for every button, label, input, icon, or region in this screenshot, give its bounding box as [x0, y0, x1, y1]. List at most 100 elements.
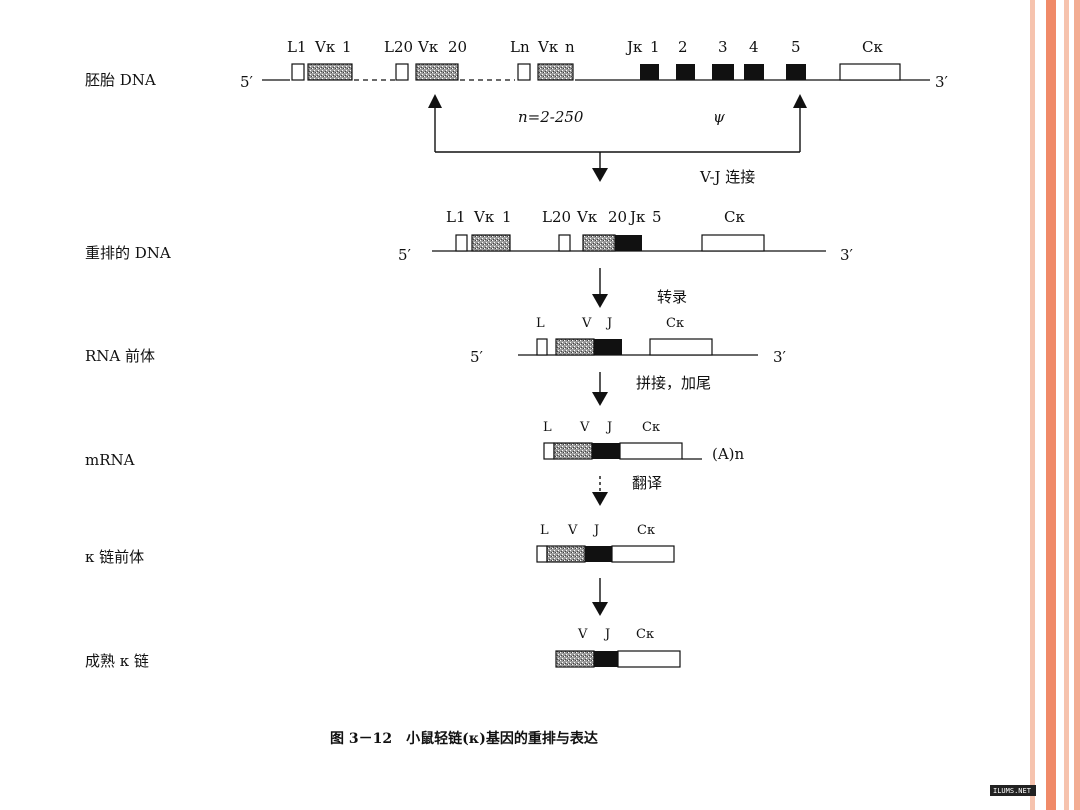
label-psi: ψ	[713, 108, 725, 126]
germline-dna-strand: 5′ 3′ L1 Vκ 1 L20 Vκ 20 Ln Vκ n Jκ 1 2 3…	[240, 38, 949, 126]
label-v: V	[577, 627, 588, 642]
label-c-kappa: Cκ	[724, 208, 745, 226]
j-segment-5	[615, 235, 642, 251]
label-j-kappa: Jκ	[625, 38, 643, 56]
v-segment	[553, 442, 593, 460]
j-segment	[594, 339, 622, 355]
label-l: L	[536, 316, 545, 331]
row-label-kappa-precursor: κ 链前体	[85, 548, 144, 566]
label-l: L	[540, 523, 549, 538]
leader-exon-l20	[395, 63, 409, 81]
three-prime-label: 3′	[840, 246, 854, 264]
label-c-kappa: Cκ	[636, 627, 654, 642]
v-region	[546, 545, 586, 563]
step-label-translation: 翻译	[632, 474, 662, 492]
label-v: V	[581, 316, 592, 331]
v-segment	[555, 338, 595, 356]
label-c-kappa: Cκ	[666, 316, 684, 331]
watermark-badge	[990, 785, 1036, 796]
label-v-kappa: Vκ	[537, 38, 559, 56]
kappa-precursor-protein: L V J Cκ	[536, 523, 675, 616]
v-segment-n	[537, 63, 574, 81]
three-prime-label: 3′	[773, 348, 787, 366]
c-kappa-region	[617, 650, 681, 668]
j-segment-3-pseudogene	[712, 64, 734, 80]
label-l1: L1	[446, 208, 466, 226]
row-label-mature-kappa: 成熟 κ 链	[85, 652, 149, 670]
slide-decor-stripe	[1046, 0, 1056, 810]
rna-precursor-strand: 5′ 3′ L V J Cκ 拼接，加尾	[470, 316, 787, 406]
j-segment	[592, 443, 620, 459]
v-segment-20	[415, 63, 459, 81]
label-j-kappa: Jκ	[628, 208, 646, 226]
label-j-number: 5	[791, 38, 801, 56]
c-kappa-exon	[701, 234, 765, 252]
label-v-number: 20	[448, 38, 467, 56]
label-v-kappa: Vκ	[417, 38, 439, 56]
j-segment-4	[744, 64, 764, 80]
label-j-number: 5	[652, 208, 662, 226]
c-kappa-exon	[619, 442, 683, 460]
label-v: V	[567, 523, 578, 538]
label-j-number: 2	[678, 38, 688, 56]
label-v-kappa: Vκ	[576, 208, 598, 226]
label-v-number: 1	[502, 208, 512, 226]
j-segment-1	[640, 64, 659, 80]
step-label-splicing-polyadenylation: 拼接，加尾	[636, 374, 711, 392]
leader-exon	[543, 442, 555, 460]
label-v: V	[579, 420, 590, 435]
watermark-text: ILUMS.NET	[993, 787, 1032, 795]
label-l: L	[543, 420, 552, 435]
c-kappa-exon	[649, 338, 713, 356]
label-v-kappa: Vκ	[473, 208, 495, 226]
label-v-kappa: Vκ	[314, 38, 336, 56]
slide-decor-stripe	[1064, 0, 1069, 810]
down-arrow-icon	[592, 168, 608, 182]
label-j-number: 1	[650, 38, 660, 56]
v-region	[555, 650, 595, 668]
down-arrow-icon	[592, 294, 608, 308]
v-segment-1	[307, 63, 353, 81]
mrna-strand: (A)n L V J Cκ 翻译	[543, 420, 745, 506]
label-l20: L20	[542, 208, 571, 226]
row-label-rna-precursor: RNA 前体	[85, 347, 155, 365]
j-segment-5	[786, 64, 806, 80]
leader-peptide	[536, 545, 548, 563]
label-l20: L20	[384, 38, 413, 56]
step-label-vj-joining: V-J 连接	[699, 168, 755, 186]
slide-decor-stripe	[1030, 0, 1035, 810]
row-label-rearranged-dna: 重排的 DNA	[85, 244, 171, 262]
leader-exon-l20	[558, 234, 571, 252]
label-l1: L1	[287, 38, 307, 56]
label-c-kappa: Cκ	[637, 523, 655, 538]
five-prime-label: 5′	[240, 73, 254, 91]
down-arrow-icon	[592, 602, 608, 616]
slide-decor-stripe	[1074, 0, 1080, 810]
three-prime-label: 3′	[935, 73, 949, 91]
label-j: J	[605, 316, 612, 331]
row-label-germline-dna: 胚胎 DNA	[85, 71, 156, 89]
label-j: J	[592, 523, 599, 538]
leader-exon	[536, 338, 548, 356]
vj-joining-bracket: V-J 连接	[428, 94, 807, 186]
five-prime-label: 5′	[470, 348, 484, 366]
leader-exon-ln	[517, 63, 531, 81]
leader-exon-l1	[455, 234, 468, 252]
label-j: J	[603, 627, 610, 642]
label-ln: Ln	[510, 38, 530, 56]
v-segment-20	[582, 234, 616, 252]
poly-a-tail-label: (A)n	[712, 445, 745, 463]
label-v-number: n	[565, 38, 575, 56]
label-j-number: 4	[749, 38, 759, 56]
c-kappa-exon	[839, 63, 901, 81]
figure-caption: 图 3－12 小鼠轻链(κ)基因的重排与表达	[330, 730, 598, 747]
five-prime-label: 5′	[398, 246, 412, 264]
j-region	[585, 546, 612, 562]
label-c-kappa: Cκ	[862, 38, 883, 56]
step-label-transcription: 转录	[657, 288, 687, 306]
label-n-range: n=2-250	[518, 108, 584, 126]
mature-kappa-protein: V J Cκ	[555, 627, 681, 668]
label-v-number: 1	[342, 38, 352, 56]
leader-exon-l1	[291, 63, 305, 81]
